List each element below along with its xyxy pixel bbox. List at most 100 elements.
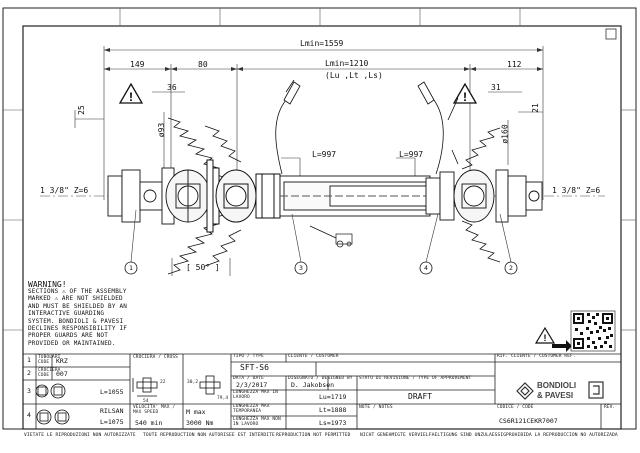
tube-length-b-label: L=997 — [399, 150, 424, 159]
logo-mark-icon — [516, 381, 604, 400]
ls-label: LUNGHEZZA MAX NON IN LAVORO — [233, 417, 281, 427]
dim-93-label: ø93 — [157, 122, 167, 138]
row-number: 4 — [27, 411, 31, 419]
middle-length-sub-label: (Lu ,Lt ,Ls) — [325, 71, 383, 80]
tractor-symbol-icon — [309, 225, 353, 248]
tube-length-a-label: L=997 — [312, 150, 337, 159]
svg-text:!: ! — [129, 90, 133, 104]
cross-label: CROCIERA / CROSS — [133, 355, 178, 360]
warning-line1a: SECTIONS — [28, 288, 59, 295]
safety-chains — [275, 79, 459, 175]
zone-ticks — [3, 8, 636, 331]
row-number: 1 — [27, 356, 31, 364]
callout-leaders — [130, 209, 512, 263]
svg-text:!: ! — [544, 333, 547, 343]
svg-text:!: ! — [463, 90, 467, 104]
warning-title: WARNING! — [28, 280, 67, 289]
stato-value: DRAFT — [408, 392, 433, 401]
cross-dim-d: 79,4 — [217, 396, 229, 401]
callout-number: 1 — [129, 264, 133, 272]
right-guard-bellows — [461, 127, 501, 263]
bondioli-pavesi-logo: BONDIOLI & PAVESI — [515, 378, 607, 404]
left-tractor-yoke — [107, 167, 211, 225]
spline-left-label: 1 3/8" Z=6 — [40, 186, 89, 195]
qr-code-icon — [570, 310, 616, 352]
note-label: NOTE / NOTES — [359, 405, 393, 410]
tubes-code-label: TUBOLARI CODE — [38, 355, 61, 365]
codice-label: CODICE / CODE — [497, 405, 534, 410]
left-clutch-disk — [206, 159, 281, 233]
torque-label: M max — [186, 408, 206, 416]
tubes-code-value: KRZ — [56, 357, 68, 365]
logo-text-line1: BONDIOLI — [537, 381, 577, 390]
stato-label: STATO DI REVISIONE / TYPE OF APPROVEMENT — [359, 376, 472, 381]
codice-value: CS6R121CEKR7007 — [499, 417, 558, 425]
callout-number: 3 — [299, 264, 303, 272]
rev-label: REV. — [604, 405, 616, 410]
warning-triangle-icon: ! — [118, 82, 144, 104]
disegnato-value: D. Jakobsen — [291, 381, 335, 389]
footer-notice: NICHT GENEHMIGTE VERVIELFAELTIGUNG SIND … — [360, 433, 507, 438]
data-value: 2/3/2017 — [236, 381, 268, 389]
footer-notice: VIETATE LE RIPRODUZIONI NON AUTORIZZATE — [24, 433, 136, 438]
dimension-arrows — [104, 48, 543, 71]
footer-notice: REPRODUCTION NOT PERMITTED — [276, 433, 351, 438]
warning-line2a: MARKED — [28, 295, 51, 303]
outer-border — [2, 7, 637, 430]
warning-inline-icon: ⚠ — [54, 295, 59, 303]
dim-80-label: 80 — [198, 60, 208, 69]
rif-label: RIF. CLIENTE / CUSTOMER REF. — [497, 354, 576, 359]
total-length-label: Lmin=1559 — [300, 39, 344, 48]
cross-journal-icon — [132, 377, 158, 397]
dim-25-label: 25 — [76, 105, 86, 115]
tipo-label: TIPO / TYPE — [233, 354, 264, 359]
warning-line1b: OF THE ASSEMBLY — [69, 288, 127, 295]
warning-text-block: SECTIONS⚠OF THE ASSEMBLY MARKED⚠ARE NOT … — [28, 288, 128, 347]
title-block-grid — [23, 353, 621, 430]
footer-notice: TOUTE REPRODUCTION NON AUTORISEE EST INT… — [143, 433, 275, 438]
callout-number: 4 — [424, 264, 428, 272]
warning-triangle-icon: ! — [452, 82, 478, 104]
dim-36-label: 36 — [167, 83, 177, 92]
lt-value: Lt=1888 — [319, 406, 347, 414]
guard-warning-icon: ! — [534, 326, 572, 352]
row-number: 3 — [27, 387, 31, 395]
dim-112-label: 112 — [507, 60, 522, 69]
angle-bracket — [171, 258, 231, 276]
speed-value: 540 min — [135, 419, 163, 427]
warning-body: AND MUST BE SHIELDED BY AN INTERACTIVE G… — [28, 302, 128, 347]
telescopic-tubes — [279, 175, 471, 217]
dim-160-label: ø160 — [500, 124, 510, 144]
warning-line2b: ARE NOT SHIELDED — [61, 295, 123, 303]
cross-dim-b: 54 — [143, 399, 149, 404]
callout-number: 2 — [509, 264, 513, 272]
data-label: DATA / DATE — [233, 376, 264, 381]
dim-31-label: 31 — [491, 83, 501, 92]
dim-149-label: 149 — [130, 60, 145, 69]
cross-dim-a: 22 — [160, 380, 166, 385]
logo-text-line2: & PAVESI — [537, 391, 574, 400]
corner-mark — [605, 28, 617, 40]
callout-circles — [124, 261, 518, 275]
lu-label: LUNGHEZZA MAX IN LAVORO — [233, 390, 278, 400]
lu-value: Lu=1719 — [319, 393, 347, 401]
middle-length-label: Lmin=1210 — [325, 59, 369, 68]
row4-material-value: RILSAN — [100, 407, 124, 415]
lt-label: LUNGHEZZA MAX TEMPORANEA — [233, 404, 270, 414]
speed-label: VELOCITA' MAX / MAX SPEED — [133, 405, 176, 415]
inner-border — [22, 25, 622, 430]
footer-notice: PROHIBIDA LA REPRODUCCION NO AUTORIZADA — [506, 433, 618, 438]
warning-inline-icon: ⚠ — [62, 288, 66, 295]
ls-value: Ls=1973 — [319, 419, 347, 427]
torque-value: 3000 Nm — [186, 419, 214, 427]
row3-length-value: L=1055 — [100, 388, 124, 396]
spline-right-label: 1 3/8" Z=6 — [552, 186, 601, 195]
angle-label: [ 50° ] — [186, 263, 220, 272]
tipo-value: SFT-S6 — [240, 363, 269, 372]
disegnato-label: DISEGNATO / DESIGNED BY — [288, 376, 353, 381]
cross-code-label: CROCIERA CODE — [38, 368, 61, 378]
cliente-label: CLIENTE / CUSTOMER — [288, 354, 339, 359]
cross-code-value: 007 — [56, 370, 68, 378]
